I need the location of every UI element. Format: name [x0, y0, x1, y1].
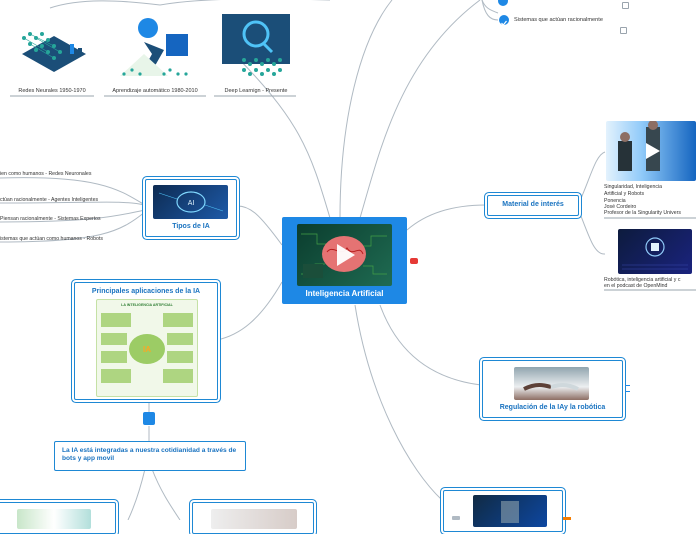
video-title-line: en el podcast de OpenMind — [604, 283, 668, 289]
infographic-thumbnail: LA INTELIGENCIA ARTIFICIAL IA — [96, 299, 198, 397]
history-item-neural[interactable]: Redes Neurales 1950-1970 — [14, 24, 90, 98]
center-video-thumbnail[interactable] — [297, 224, 392, 286]
tech-thumbnail — [473, 495, 547, 527]
central-topic[interactable]: Inteligencia Artificial — [282, 217, 407, 304]
machine-learning-person-icon — [120, 18, 188, 76]
video-thumbnail-singularidad[interactable] — [606, 121, 696, 181]
connector-square[interactable] — [143, 412, 155, 425]
video-title-line: Ponencia — [604, 198, 626, 204]
check-icon — [499, 15, 509, 26]
central-topic-title: Inteligencia Artificial — [305, 289, 384, 298]
history-caption: Aprendizaje automático 1980-2010 — [112, 88, 198, 94]
history-item-deep[interactable]: Deep Learnign - Presente — [214, 14, 298, 98]
marker-icon — [563, 517, 571, 520]
node-title: Principales aplicaciones de la IA — [91, 288, 201, 295]
node-title: Tipos de IA — [172, 223, 210, 230]
history-caption: Deep Learnign - Presente — [224, 88, 288, 94]
note-icon[interactable] — [620, 27, 627, 34]
neural-chess-icon — [22, 32, 86, 72]
attachment-icon[interactable] — [452, 516, 460, 520]
mindmap-connectors — [0, 0, 696, 520]
svg-text:AI: AI — [188, 200, 195, 207]
node-aplicaciones[interactable]: Principales aplicaciones de la IA LA INT… — [74, 282, 218, 400]
video-title-line: Artificial y Robots — [604, 191, 645, 197]
history-item-ml[interactable]: Aprendizaje automático 1980-2010 — [104, 16, 206, 98]
handshake-thumbnail — [514, 367, 589, 400]
video-title-line: Singularidad, Inteligencia — [604, 184, 662, 190]
note-icon[interactable] — [622, 2, 629, 9]
check-icon — [498, 0, 508, 6]
video-title-line: Profesor de la Singularity Univers — [604, 210, 681, 216]
node-regulacion[interactable]: Regulación de la IAy la robótica — [482, 360, 623, 418]
node-tipos-ia[interactable]: AI Tipos de IA — [145, 179, 237, 237]
list-icon[interactable] — [625, 385, 630, 392]
video-title-line: José Cordeiro — [604, 204, 637, 210]
node-bottom-left[interactable] — [0, 502, 116, 534]
leaf-robots[interactable]: istemas que actúan como humanos - Robots — [0, 236, 103, 242]
app-thumbnail — [211, 509, 297, 529]
ai-brain-thumbnail: AI — [153, 185, 228, 219]
youtube-icon[interactable] — [410, 258, 418, 264]
node-material-interes[interactable]: Material de interés — [487, 195, 579, 216]
leaf-sistemas-racionalmente[interactable]: Sistemas que actúan racionalmente — [514, 17, 603, 23]
deep-learning-magnifier-icon — [222, 14, 290, 76]
leaf-agentes-inteligentes[interactable]: ctúan racionalmente - Agentes Inteligent… — [0, 197, 99, 203]
bot-thumbnail — [17, 509, 91, 529]
node-bottom-right[interactable] — [443, 490, 563, 532]
leaf-redes-neuronales[interactable]: ien como humanos - Redes Neuronales — [0, 171, 92, 177]
node-title: La IA está integradas a nuestra cotidian… — [62, 447, 237, 462]
video-thumbnail-robotica[interactable] — [618, 229, 692, 274]
video-title-line: Robótica, inteligencia artificial y c — [604, 277, 681, 283]
infographic-label: IA — [143, 345, 151, 354]
node-integradas[interactable]: La IA está integradas a nuestra cotidian… — [54, 441, 246, 471]
node-title: Material de interés — [502, 201, 564, 208]
node-title: Regulación de la IAy la robótica — [499, 404, 606, 411]
leaf-sistemas-expertos[interactable]: Piensan racionalmente - Sistemas Experto… — [0, 216, 101, 222]
infographic-title: LA INTELIGENCIA ARTIFICIAL — [121, 303, 173, 307]
history-caption: Redes Neurales 1950-1970 — [18, 88, 86, 94]
node-bottom-middle[interactable] — [192, 502, 314, 534]
